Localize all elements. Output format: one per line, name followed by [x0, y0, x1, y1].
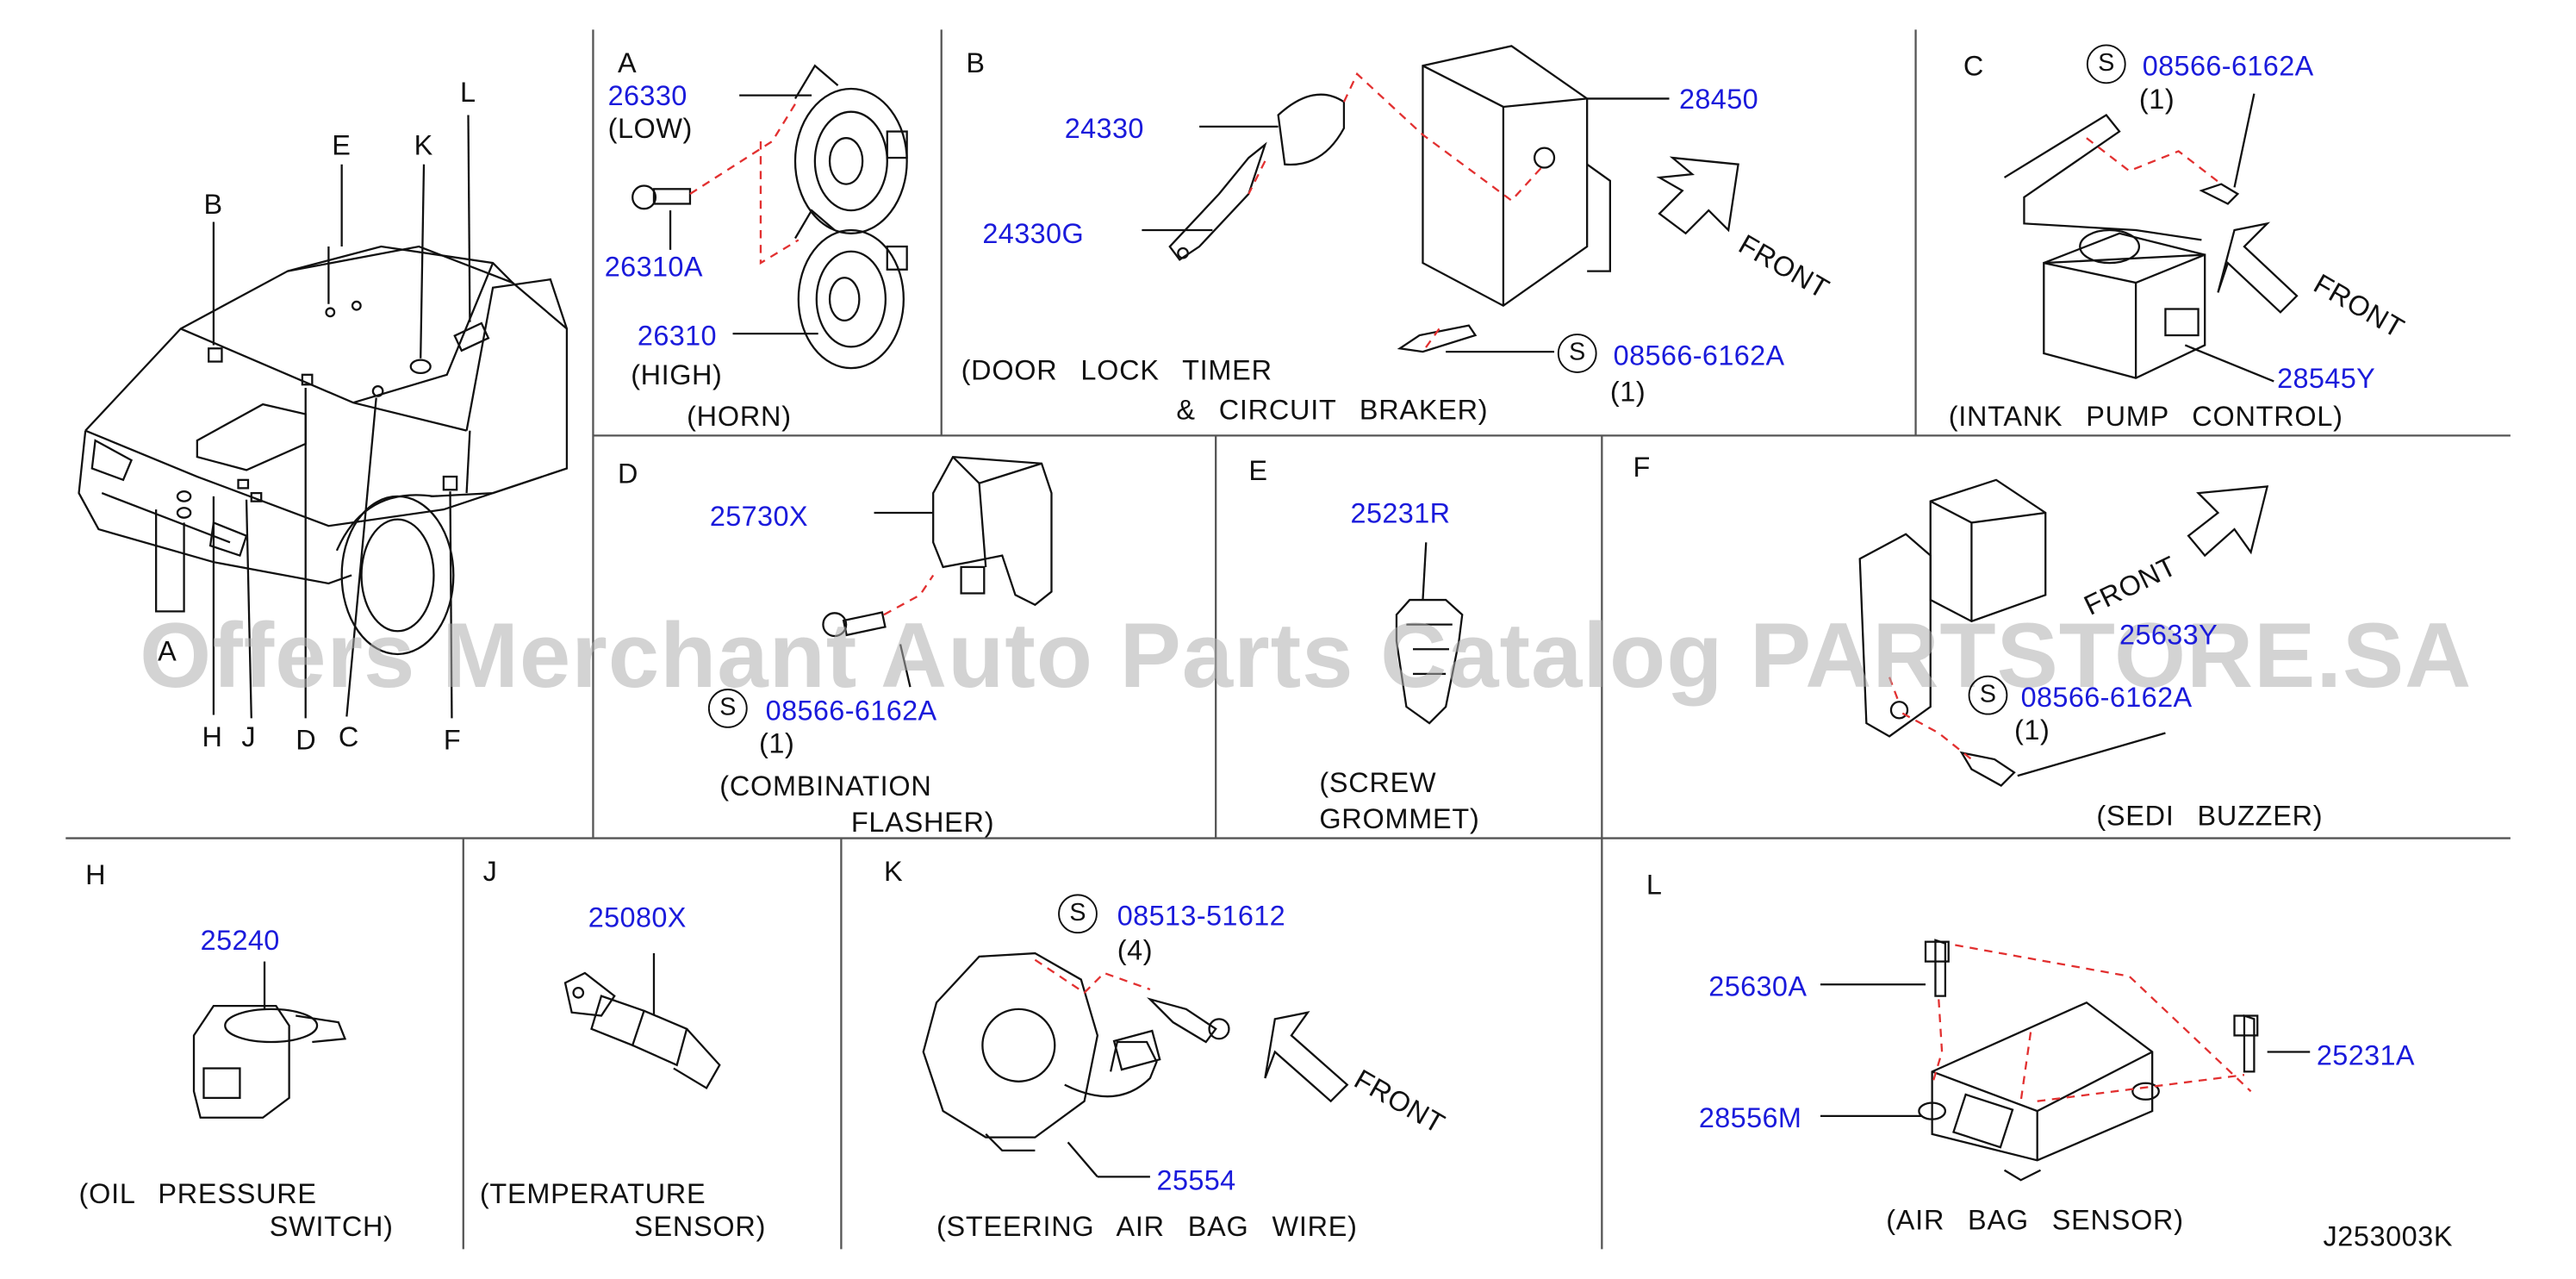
dashed-guide-lines [689, 72, 2252, 1102]
overview-label-a: A [158, 636, 177, 668]
part-number-25231a: 25231A [2316, 1040, 2415, 1072]
note-high: (HIGH) [631, 359, 723, 391]
section-j-letter: J [482, 856, 497, 888]
part-number-26330: 26330 [607, 80, 688, 112]
part-number-08566-6162a: 08566-6162A [2142, 51, 2314, 83]
caption-air-bag-sensor: (AIR BAG SENSOR) [1886, 1204, 2184, 1237]
quantity-label: (1) [2138, 84, 2175, 115]
caption-combination: (COMBINATION [719, 771, 932, 802]
part-number-28545y: 28545Y [2277, 363, 2376, 395]
oil-pressure-switch-illustration [192, 961, 347, 1119]
grid-lines [65, 29, 2511, 1250]
caption-screw: (SCREW [1319, 767, 1437, 799]
standard-part-symbol: S [707, 689, 748, 728]
caption-intank-pump-control: (INTANK PUMP CONTROL) [1948, 401, 2343, 433]
caption-circuit-braker: & CIRCUIT BRAKER) [1176, 394, 1489, 426]
part-number-28556m: 28556M [1698, 1102, 1802, 1134]
part-number-08566-6162a: 08566-6162A [2020, 682, 2193, 714]
part-number-25630a: 25630A [1708, 971, 1808, 1003]
temperature-sensor-illustration [563, 953, 721, 1090]
quantity-label: (1) [1609, 376, 1646, 408]
sedi-buzzer-illustration [1858, 478, 2269, 787]
overview-label-b: B [203, 189, 223, 221]
standard-part-symbol: S [1058, 894, 1098, 934]
part-number-28450: 28450 [1678, 84, 1759, 115]
overview-label-h: H [202, 721, 223, 753]
air-bag-sensor-illustration [1820, 939, 2311, 1182]
caption-horn: (HORN) [687, 401, 792, 433]
part-number-25730x: 25730X [709, 501, 808, 533]
quantity-label: (1) [759, 727, 795, 760]
standard-part-symbol: S [2086, 44, 2126, 84]
caption-sedi-buzzer: (SEDI BUZZER) [2096, 800, 2324, 832]
caption-sensor: SENSOR) [634, 1211, 767, 1243]
section-b-letter: B [966, 47, 985, 79]
quantity-label: (1) [2013, 714, 2050, 746]
caption-temperature: (TEMPERATURE [479, 1178, 706, 1210]
part-number-25633y: 25633Y [2119, 619, 2218, 652]
overview-label-c: C [338, 721, 359, 753]
section-d-letter: D [618, 459, 638, 490]
part-number-24330: 24330 [1064, 113, 1144, 145]
section-c-letter: C [1963, 51, 1984, 83]
part-number-08566-6162a: 08566-6162A [765, 695, 937, 727]
caption-flasher: FLASHER) [850, 807, 995, 839]
part-number-08513-51612: 08513-51612 [1117, 901, 1286, 933]
section-f-letter: F [1633, 452, 1651, 484]
overview-label-k: K [414, 129, 433, 161]
part-number-25080x: 25080X [588, 902, 687, 934]
part-number-25554: 25554 [1156, 1165, 1236, 1197]
section-e-letter: E [1248, 455, 1267, 487]
combination-flasher-illustration [822, 455, 1053, 688]
section-l-letter: L [1646, 869, 1662, 902]
caption-switch: SWITCH) [269, 1211, 394, 1243]
part-number-26310a: 26310A [604, 251, 703, 284]
caption-grommet: GROMMET) [1319, 803, 1480, 835]
note-low: (LOW) [607, 113, 693, 145]
section-a-letter: A [618, 47, 637, 79]
overview-label-f: F [443, 724, 462, 757]
caption-steering-air-bag-wire: (STEERING AIR BAG WIRE) [936, 1211, 1358, 1243]
part-number-24330g: 24330G [982, 218, 1085, 250]
part-number-08566-6162a: 08566-6162A [1613, 340, 1785, 371]
diagram-code: J253003K [2323, 1220, 2454, 1253]
part-number-26310: 26310 [637, 320, 717, 353]
door-lock-timer-illustration [1142, 45, 1739, 353]
overview-label-e: E [332, 129, 352, 161]
vehicle-overview-illustration [78, 115, 569, 719]
caption-door-lock-timer: (DOOR LOCK TIMER [961, 354, 1272, 387]
overview-label-d: D [296, 724, 317, 757]
quantity-label: (4) [1117, 935, 1154, 967]
screw-grommet-illustration [1395, 542, 1464, 725]
part-number-25240: 25240 [200, 925, 280, 957]
overview-label-l: L [459, 77, 476, 109]
section-h-letter: H [85, 859, 106, 891]
steering-air-bag-wire-illustration [922, 951, 1349, 1178]
standard-part-symbol: S [1557, 334, 1597, 373]
section-k-letter: K [883, 856, 903, 888]
standard-part-symbol: S [1968, 675, 2008, 715]
part-number-25231r: 25231R [1350, 497, 1451, 530]
caption-oil-pressure: (OIL PRESSURE [78, 1178, 317, 1210]
overview-label-j: J [241, 721, 257, 753]
intank-pump-control-illustration [2003, 93, 2299, 383]
horn-illustration [632, 64, 908, 370]
watermark: Offers Merchant Auto Parts Catalog PARTS… [140, 602, 2473, 708]
